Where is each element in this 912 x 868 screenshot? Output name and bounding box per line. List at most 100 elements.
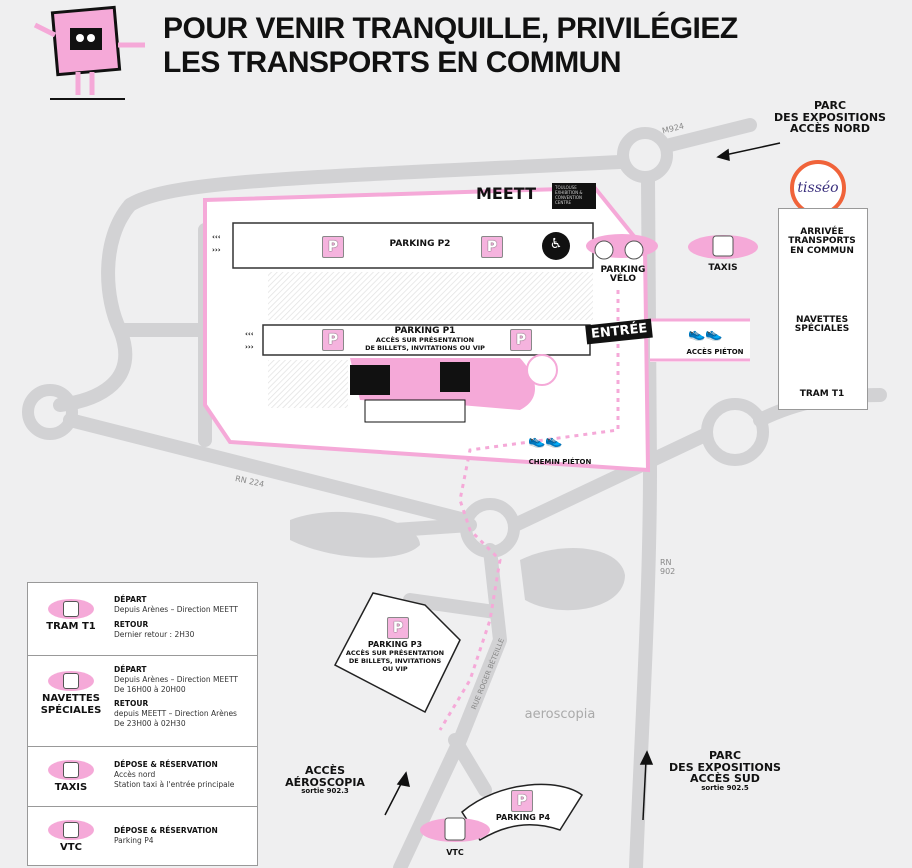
south-access-line: DES EXPOSITIONS	[669, 760, 781, 774]
page-title: POUR VENIR TRANQUILLE, PRIVILÉGIEZ LES T…	[163, 12, 738, 80]
legend-details: DÉPART Depuis Arènes – Direction MEETT D…	[114, 665, 254, 729]
legend-name: TAXIS	[54, 782, 88, 793]
arrows-in: ‹‹‹	[212, 233, 221, 241]
bike-parking-line: VÉLO	[609, 274, 637, 285]
parking-p3-name: PARKING P3	[367, 640, 423, 649]
aeroscopia-access-line: ACCÈS	[304, 764, 346, 777]
bike-parking-line: PARKING	[600, 265, 646, 275]
ferris-wheel	[526, 354, 558, 386]
public-transport-heading: ARRIVÉE TRANSPORTS EN COMMUN	[778, 227, 866, 256]
south-access-line: PARC	[708, 749, 742, 762]
arrows-out: ›››	[245, 343, 254, 351]
road-segment	[448, 733, 492, 797]
legend-line: Accès nord	[114, 770, 156, 779]
legend-heading: DÉPART	[114, 595, 147, 604]
road-segment	[403, 593, 502, 619]
mascot-building	[350, 365, 390, 395]
mascot	[33, 5, 145, 100]
parking-p1-name: PARKING P1	[394, 326, 456, 336]
legend-line: De 23H00 à 02H30	[114, 719, 186, 728]
meett-logo-subtitle: TOULOUSE EXHIBITION & CONVENTION CENTRE	[552, 183, 596, 209]
parking-p3-note: DE BILLETS, INVITATIONS	[348, 657, 442, 666]
walking-path-label: CHEMIN PIÉTON	[528, 458, 592, 466]
legend-heading: RETOUR	[114, 699, 149, 708]
parking-p3-note: OU VIP	[382, 665, 408, 674]
aeroscopia-access-label: ACCÈS AÉROSCOPIA sortie 902.3	[275, 765, 375, 795]
pedestrian-strip	[650, 320, 750, 362]
parking-p2-label: PARKING P2	[389, 239, 451, 249]
legend-details: DÉPART Depuis Arènes – Direction MEETT R…	[114, 595, 254, 640]
legend-name: NAVETTES	[42, 693, 100, 704]
road-m924	[663, 118, 757, 152]
title-line-1: POUR VENIR TRANQUILLE, PRIVILÉGIEZ	[163, 12, 738, 45]
vtc-icon: VTC	[34, 820, 108, 854]
legend-row-vtc: VTC DÉPOSE & RÉSERVATION Parking P4	[28, 806, 257, 864]
legend-line: De 16H00 à 20H00	[114, 685, 186, 694]
parking-p1-label: PARKING P1 ACCÈS SUR PRÉSENTATION DE BIL…	[345, 326, 505, 352]
sneakers-icon: 👟👟	[528, 433, 563, 449]
wheelchair-icon: ♿	[549, 236, 563, 252]
parking-icon: P	[322, 236, 344, 258]
road-north	[123, 155, 627, 212]
legend-details: DÉPOSE & RÉSERVATION Parking P4	[114, 826, 254, 846]
parking-p1-note: ACCÈS SUR PRÉSENTATION	[375, 336, 475, 345]
south-access-line: ACCÈS SUD	[690, 772, 760, 786]
legend-heading: RETOUR	[114, 620, 149, 629]
legend-line: depuis MEETT – Direction Arènes	[114, 709, 237, 718]
parking-p2-area	[232, 222, 594, 269]
legend-line: Depuis Arènes – Direction MEETT	[114, 675, 238, 684]
parking-p3-note: ACCÈS SUR PRÉSENTATION	[345, 649, 445, 658]
legend-line: Dernier retour : 2H30	[114, 630, 195, 639]
parking-icon: P	[511, 790, 533, 812]
pedestrian-path	[438, 290, 620, 731]
taxi-icon: TAXIS	[34, 760, 108, 794]
title-line-2: LES TRANSPORTS EN COMMUN	[163, 46, 622, 79]
transport-legend: TRAM T1 DÉPART Depuis Arènes – Direction…	[27, 582, 258, 866]
taxi-oval-icon	[48, 760, 94, 780]
parking-p3-label: PARKING P3 ACCÈS SUR PRÉSENTATION DE BIL…	[340, 640, 450, 674]
hatched-area	[268, 360, 348, 408]
shuttle-oval-icon	[48, 671, 94, 691]
arrows	[384, 142, 781, 821]
shuttle-label-line: SPÉCIALES	[794, 324, 850, 335]
aeroscopia-access-line: AÉROSCOPIA	[285, 775, 365, 789]
legend-row-tram: TRAM T1 DÉPART Depuis Arènes – Direction…	[28, 583, 257, 656]
parking-icon: P	[510, 329, 532, 351]
road-rn224	[63, 413, 472, 527]
road-rue-roger-beteille	[393, 543, 507, 868]
legend-heading: DÉPART	[114, 665, 147, 674]
legend-heading: DÉPOSE & RÉSERVATION	[114, 826, 218, 835]
road-west	[53, 198, 137, 412]
tram-icon: TRAM T1	[34, 599, 108, 633]
lake	[290, 511, 420, 558]
north-access-line: ACCÈS NORD	[789, 122, 871, 136]
shuttle-label-line: NAVETTES	[795, 315, 849, 325]
legend-row-taxis: TAXIS DÉPOSE & RÉSERVATION Accès nord St…	[28, 746, 257, 807]
taxis-label: TAXIS	[708, 263, 738, 273]
legend-name: VTC	[60, 842, 82, 853]
south-exit: sortie 902.5	[701, 783, 749, 792]
aeroscopia-logo: aeroscopia	[524, 707, 596, 722]
road-rn902	[629, 173, 657, 868]
panel-heading-line: EN COMMUN	[790, 245, 854, 256]
panel-heading-line: TRANSPORTS	[788, 236, 856, 247]
parking-p4-area	[461, 783, 583, 842]
arrows-out: ›››	[212, 246, 221, 254]
legend-details: DÉPOSE & RÉSERVATION Accès nord Station …	[114, 760, 254, 790]
arrows-in: ‹‹‹	[245, 330, 254, 338]
vtc-oval-icon	[48, 820, 94, 840]
north-access-line: DES EXPOSITIONS	[774, 110, 886, 124]
north-access-line: PARC	[813, 99, 847, 112]
hatched-area	[268, 272, 593, 320]
parking-icon: P	[481, 236, 503, 258]
meett-logo: MEETT	[476, 184, 536, 203]
parking-p4-label: PARKING P4	[495, 813, 551, 822]
sneakers-icon: 👟👟	[688, 326, 723, 342]
roundabouts	[22, 127, 769, 558]
vtc-label: VTC	[446, 848, 464, 857]
legend-heading: DÉPOSE & RÉSERVATION	[114, 760, 218, 769]
legend-line: Parking P4	[114, 836, 154, 845]
